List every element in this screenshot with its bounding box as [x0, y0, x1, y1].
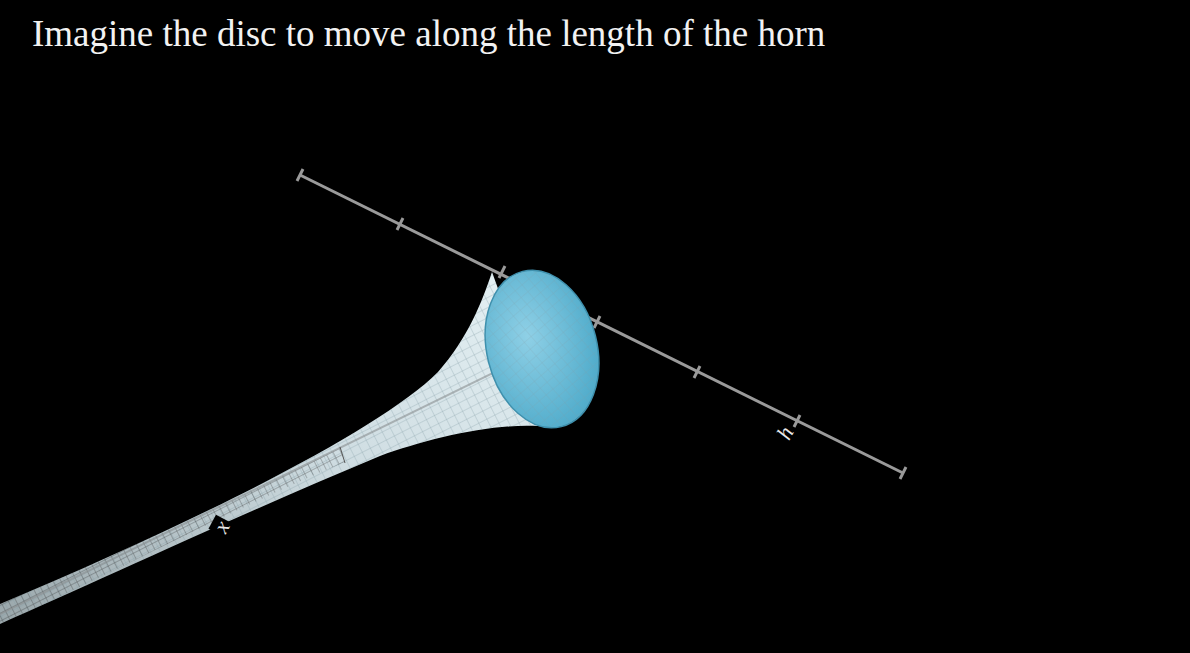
horn-body	[0, 272, 548, 624]
title: Imagine the disc to move along the lengt…	[32, 12, 825, 55]
disc	[469, 258, 614, 440]
